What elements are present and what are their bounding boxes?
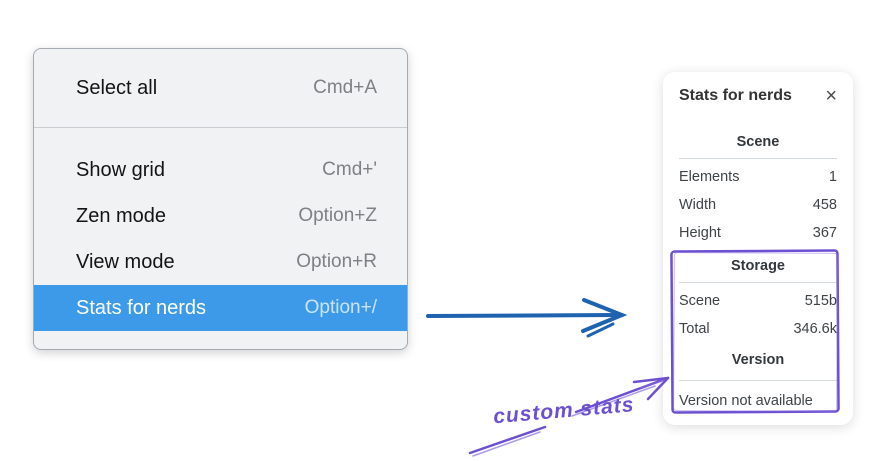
section-heading-version: Version xyxy=(731,352,785,368)
section-heading-scene: Scene xyxy=(736,134,780,150)
stat-label: Elements xyxy=(679,169,740,185)
section-heading-storage: Storage xyxy=(731,258,785,274)
menu-item-shortcut: Cmd+' xyxy=(322,159,377,180)
menu-item-zen-mode[interactable]: Zen mode Option+Z xyxy=(34,193,407,239)
menu-item-shortcut: Cmd+A xyxy=(313,77,377,98)
section-divider xyxy=(679,282,837,283)
stats-panel-header: Stats for nerds × xyxy=(679,72,837,106)
stat-label: Height xyxy=(679,225,721,241)
menu-item-shortcut: Option+Z xyxy=(298,205,377,226)
stat-row-elements: Elements 1 xyxy=(679,163,837,191)
custom-stats-annotation: custom stats xyxy=(492,393,636,429)
menu-item-label: Show grid xyxy=(76,158,165,181)
menu-divider xyxy=(34,127,407,128)
stat-label: Total xyxy=(679,321,710,337)
section-divider xyxy=(679,158,837,159)
stat-row-height: Height 367 xyxy=(679,219,837,247)
menu-group: Show grid Cmd+' Zen mode Option+Z View m… xyxy=(34,128,407,331)
menu-item-shortcut: Option+/ xyxy=(304,297,377,318)
stat-value: 1 xyxy=(828,169,837,185)
stats-panel-title: Stats for nerds xyxy=(679,87,792,104)
stat-value: 515b xyxy=(804,293,837,309)
menu-item-shortcut: Option+R xyxy=(296,251,377,272)
stat-row-scene-storage: Scene 515b xyxy=(679,287,837,315)
menu-item-label: Select all xyxy=(76,76,158,99)
stat-label: Scene xyxy=(679,293,721,309)
stat-row-total-storage: Total 346.6k xyxy=(679,315,837,343)
stat-value: 346.6k xyxy=(793,321,837,337)
menu-item-select-all[interactable]: Select all Cmd+A xyxy=(34,65,407,111)
context-menu: Select all Cmd+A Show grid Cmd+' Zen mod… xyxy=(33,48,408,350)
menu-item-label: Zen mode xyxy=(76,204,167,227)
menu-item-label: View mode xyxy=(76,250,175,273)
menu-item-stats-for-nerds[interactable]: Stats for nerds Option+/ xyxy=(34,285,407,331)
stats-panel: Stats for nerds × Scene Elements 1 Width… xyxy=(663,72,853,425)
blue-arrow xyxy=(426,298,628,338)
menu-item-show-grid[interactable]: Show grid Cmd+' xyxy=(34,147,407,193)
stat-label: Width xyxy=(679,197,717,213)
menu-item-view-mode[interactable]: View mode Option+R xyxy=(34,239,407,285)
stat-value: 367 xyxy=(812,225,837,241)
stat-row-width: Width 458 xyxy=(679,191,837,219)
menu-item-label: Stats for nerds xyxy=(76,296,207,319)
version-note: Version not available xyxy=(679,393,813,409)
stat-value: 458 xyxy=(812,197,837,213)
section-divider xyxy=(679,380,837,381)
close-icon[interactable]: × xyxy=(825,85,837,107)
